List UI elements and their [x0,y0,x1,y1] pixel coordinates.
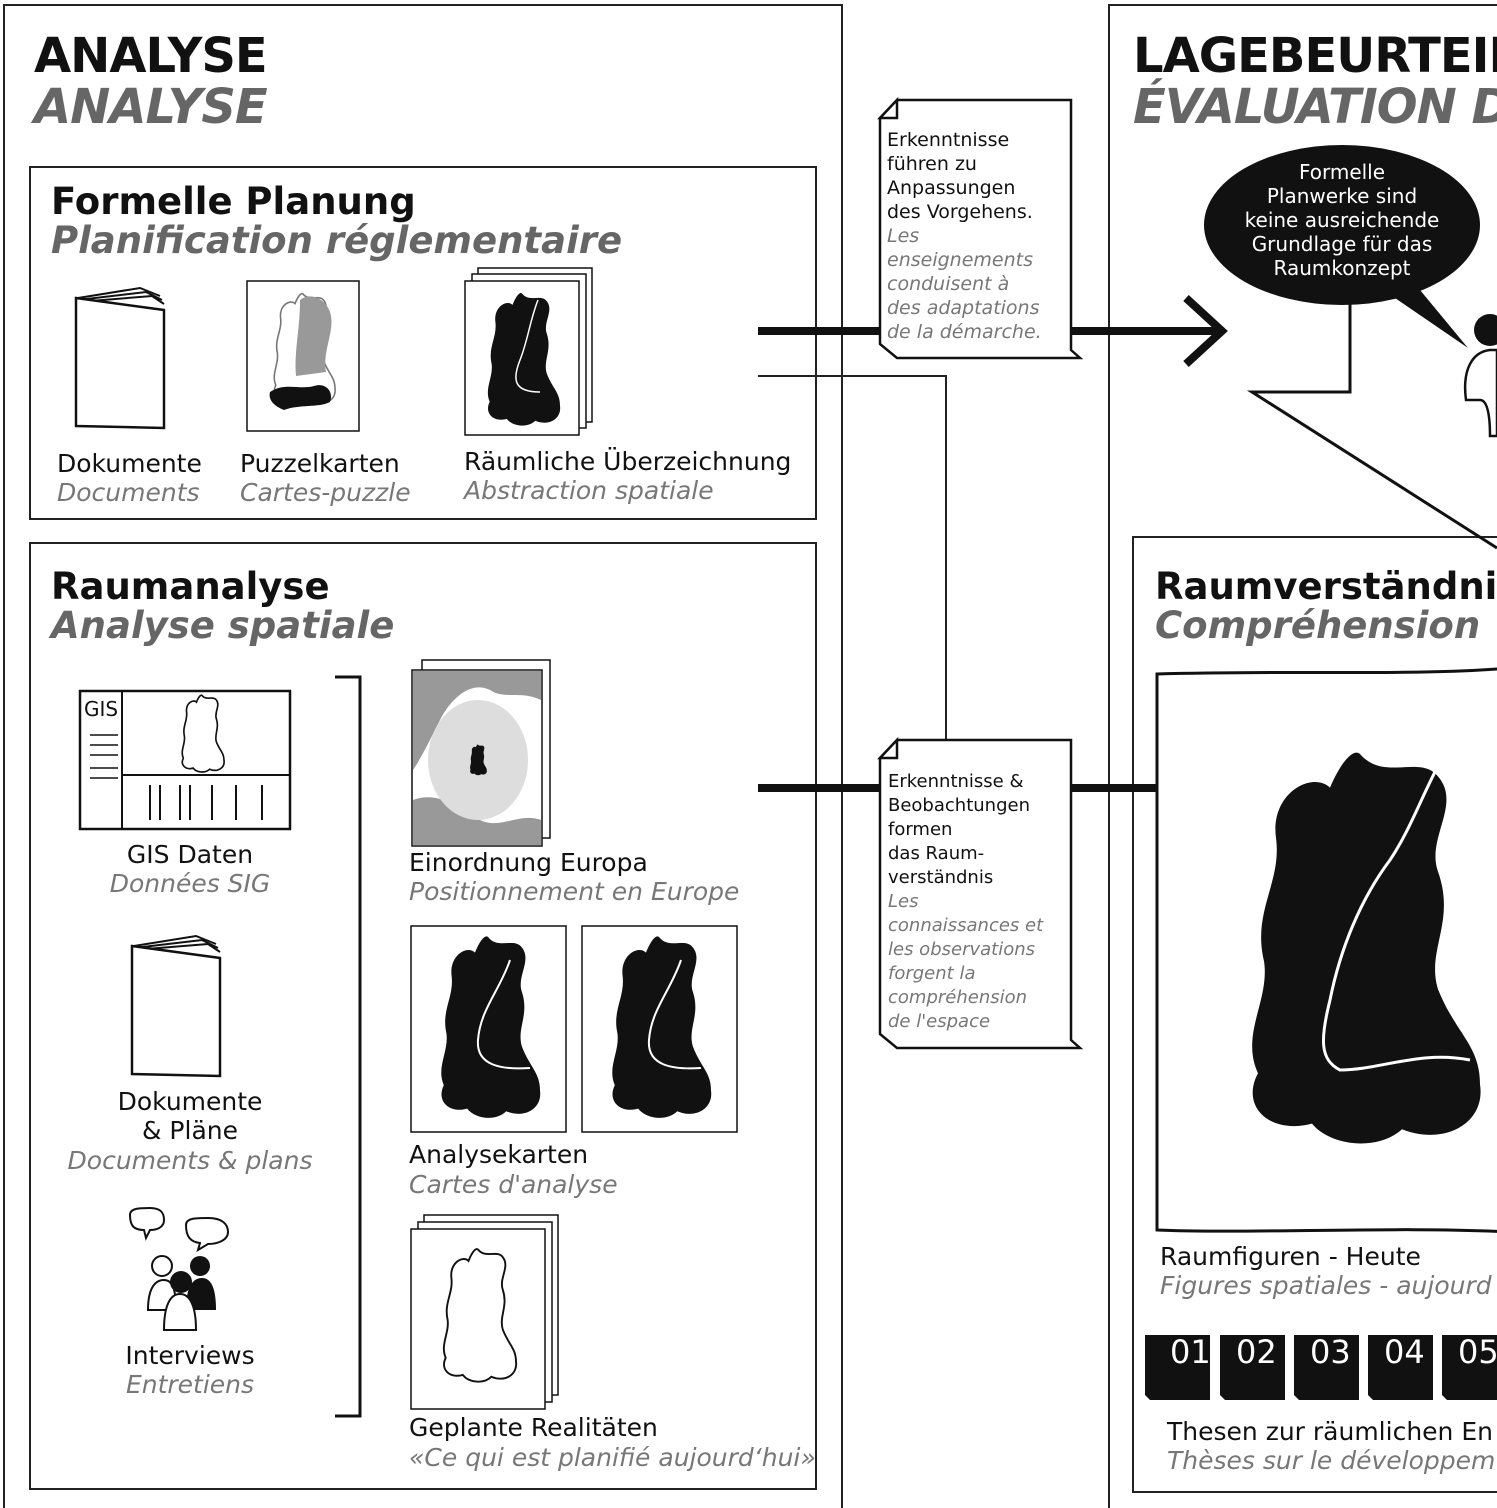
item-dokumente-de: Dokumente [57,449,202,478]
gis-daten-fr: Données SIG [109,869,271,898]
note-card-1 [877,96,1084,360]
einordnung-de: Einordnung Europa [409,848,648,877]
einordnung-fr: Positionnement en Europe [409,877,740,906]
interviews-de: Interviews [125,1341,255,1370]
raumverstaendnis-title-de: Raumverständni [1155,565,1497,608]
geplante-de: Geplante Realitäten [409,1413,658,1442]
thesis-number-01: 01 [1170,1333,1211,1371]
analyse-title-de: ANALYSE [34,28,268,84]
planned-realities-map-icon [410,1214,559,1410]
interviews-fr: Entretiens [125,1370,255,1399]
analyse-title-fr: ANALYSE [34,79,268,135]
bubble-text: Formelle Planwerke sind keine ausreichen… [1244,160,1440,280]
raumfiguren-map [1252,752,1481,1144]
speech-bubble [1204,145,1480,348]
item-puzzel-de: Puzzelkarten [240,449,400,478]
formelle-title-fr: Planification réglementaire [51,219,623,262]
thesis-tabs [1145,1335,1497,1400]
formelle-title-de: Formelle Planung [51,180,416,223]
note-card-2 [877,736,1084,1050]
item-puzzel-fr: Cartes-puzzle [240,478,411,507]
raumverstaendnis-title-fr: Compréhension [1155,604,1481,647]
thesen-fr: Thèses sur le développem [1167,1446,1496,1475]
gis-screen-label: GIS [84,697,119,721]
formelle-panel [29,166,817,520]
raumverstaendnis-panel [1132,536,1497,1493]
thesis-number-03: 03 [1310,1333,1351,1371]
gis-screen-icon [78,689,292,831]
raum-title-de: Raumanalyse [51,565,330,608]
europe-map-icon [411,659,551,847]
book-icon [74,286,166,430]
puzzle-map-icon [246,280,360,432]
arrow-top-head [1183,295,1228,367]
connector-line [758,375,947,740]
analyse-section-frame [3,4,843,1508]
note-1-text: Erkenntnisse führen zu Anpassungen des V… [887,129,1042,343]
raum-title-fr: Analyse spatiale [51,604,395,647]
geplante-fr: «Ce qui est planifié aujourd‘hui» [409,1443,816,1472]
lage-section-frame [1108,4,1497,1508]
analysekarten-fr: Cartes d'analyse [409,1170,618,1199]
raumfiguren-de: Raumfiguren - Heute [1160,1242,1421,1271]
interview-people-icon [128,1206,230,1331]
item-ueberzeichnung-de: Räumliche Überzeichnung [464,447,792,476]
analysekarten-de: Analysekarten [409,1140,589,1169]
raumfiguren-fr: Figures spatiales - aujourd [1160,1271,1492,1300]
abstraction-map-icon [464,267,593,436]
item-dokumente-fr: Documents [57,478,200,507]
analysis-map-1-icon [410,925,567,1133]
dokumente-plaene-fr: Documents & plans [67,1146,313,1175]
book-icon-2 [130,934,222,1078]
bracket [335,675,362,1418]
lage-title-de: LAGEBEURTEIL [1133,28,1497,84]
item-ueberzeichnung-fr: Abstraction spatiale [464,476,714,505]
person-icon [1463,314,1497,438]
dokumente-plaene-de: Dokumente [117,1087,263,1116]
analysis-map-2-icon [581,925,738,1133]
note-2-text: Erkenntnisse & Beobachtungen formen das … [888,771,1044,1032]
dokumente-plaene-de2: & Pläne [141,1116,238,1145]
thesis-number-04: 04 [1384,1333,1425,1371]
thesen-de: Thesen zur räumlichen En [1167,1417,1493,1446]
callout-lines [1246,300,1497,550]
thesis-number-02: 02 [1236,1333,1277,1371]
thesis-number-05: 05 [1458,1333,1497,1371]
gis-daten-de: GIS Daten [126,840,254,869]
raum-panel [29,542,817,1490]
lage-title-fr: ÉVALUATION D [1133,79,1497,135]
